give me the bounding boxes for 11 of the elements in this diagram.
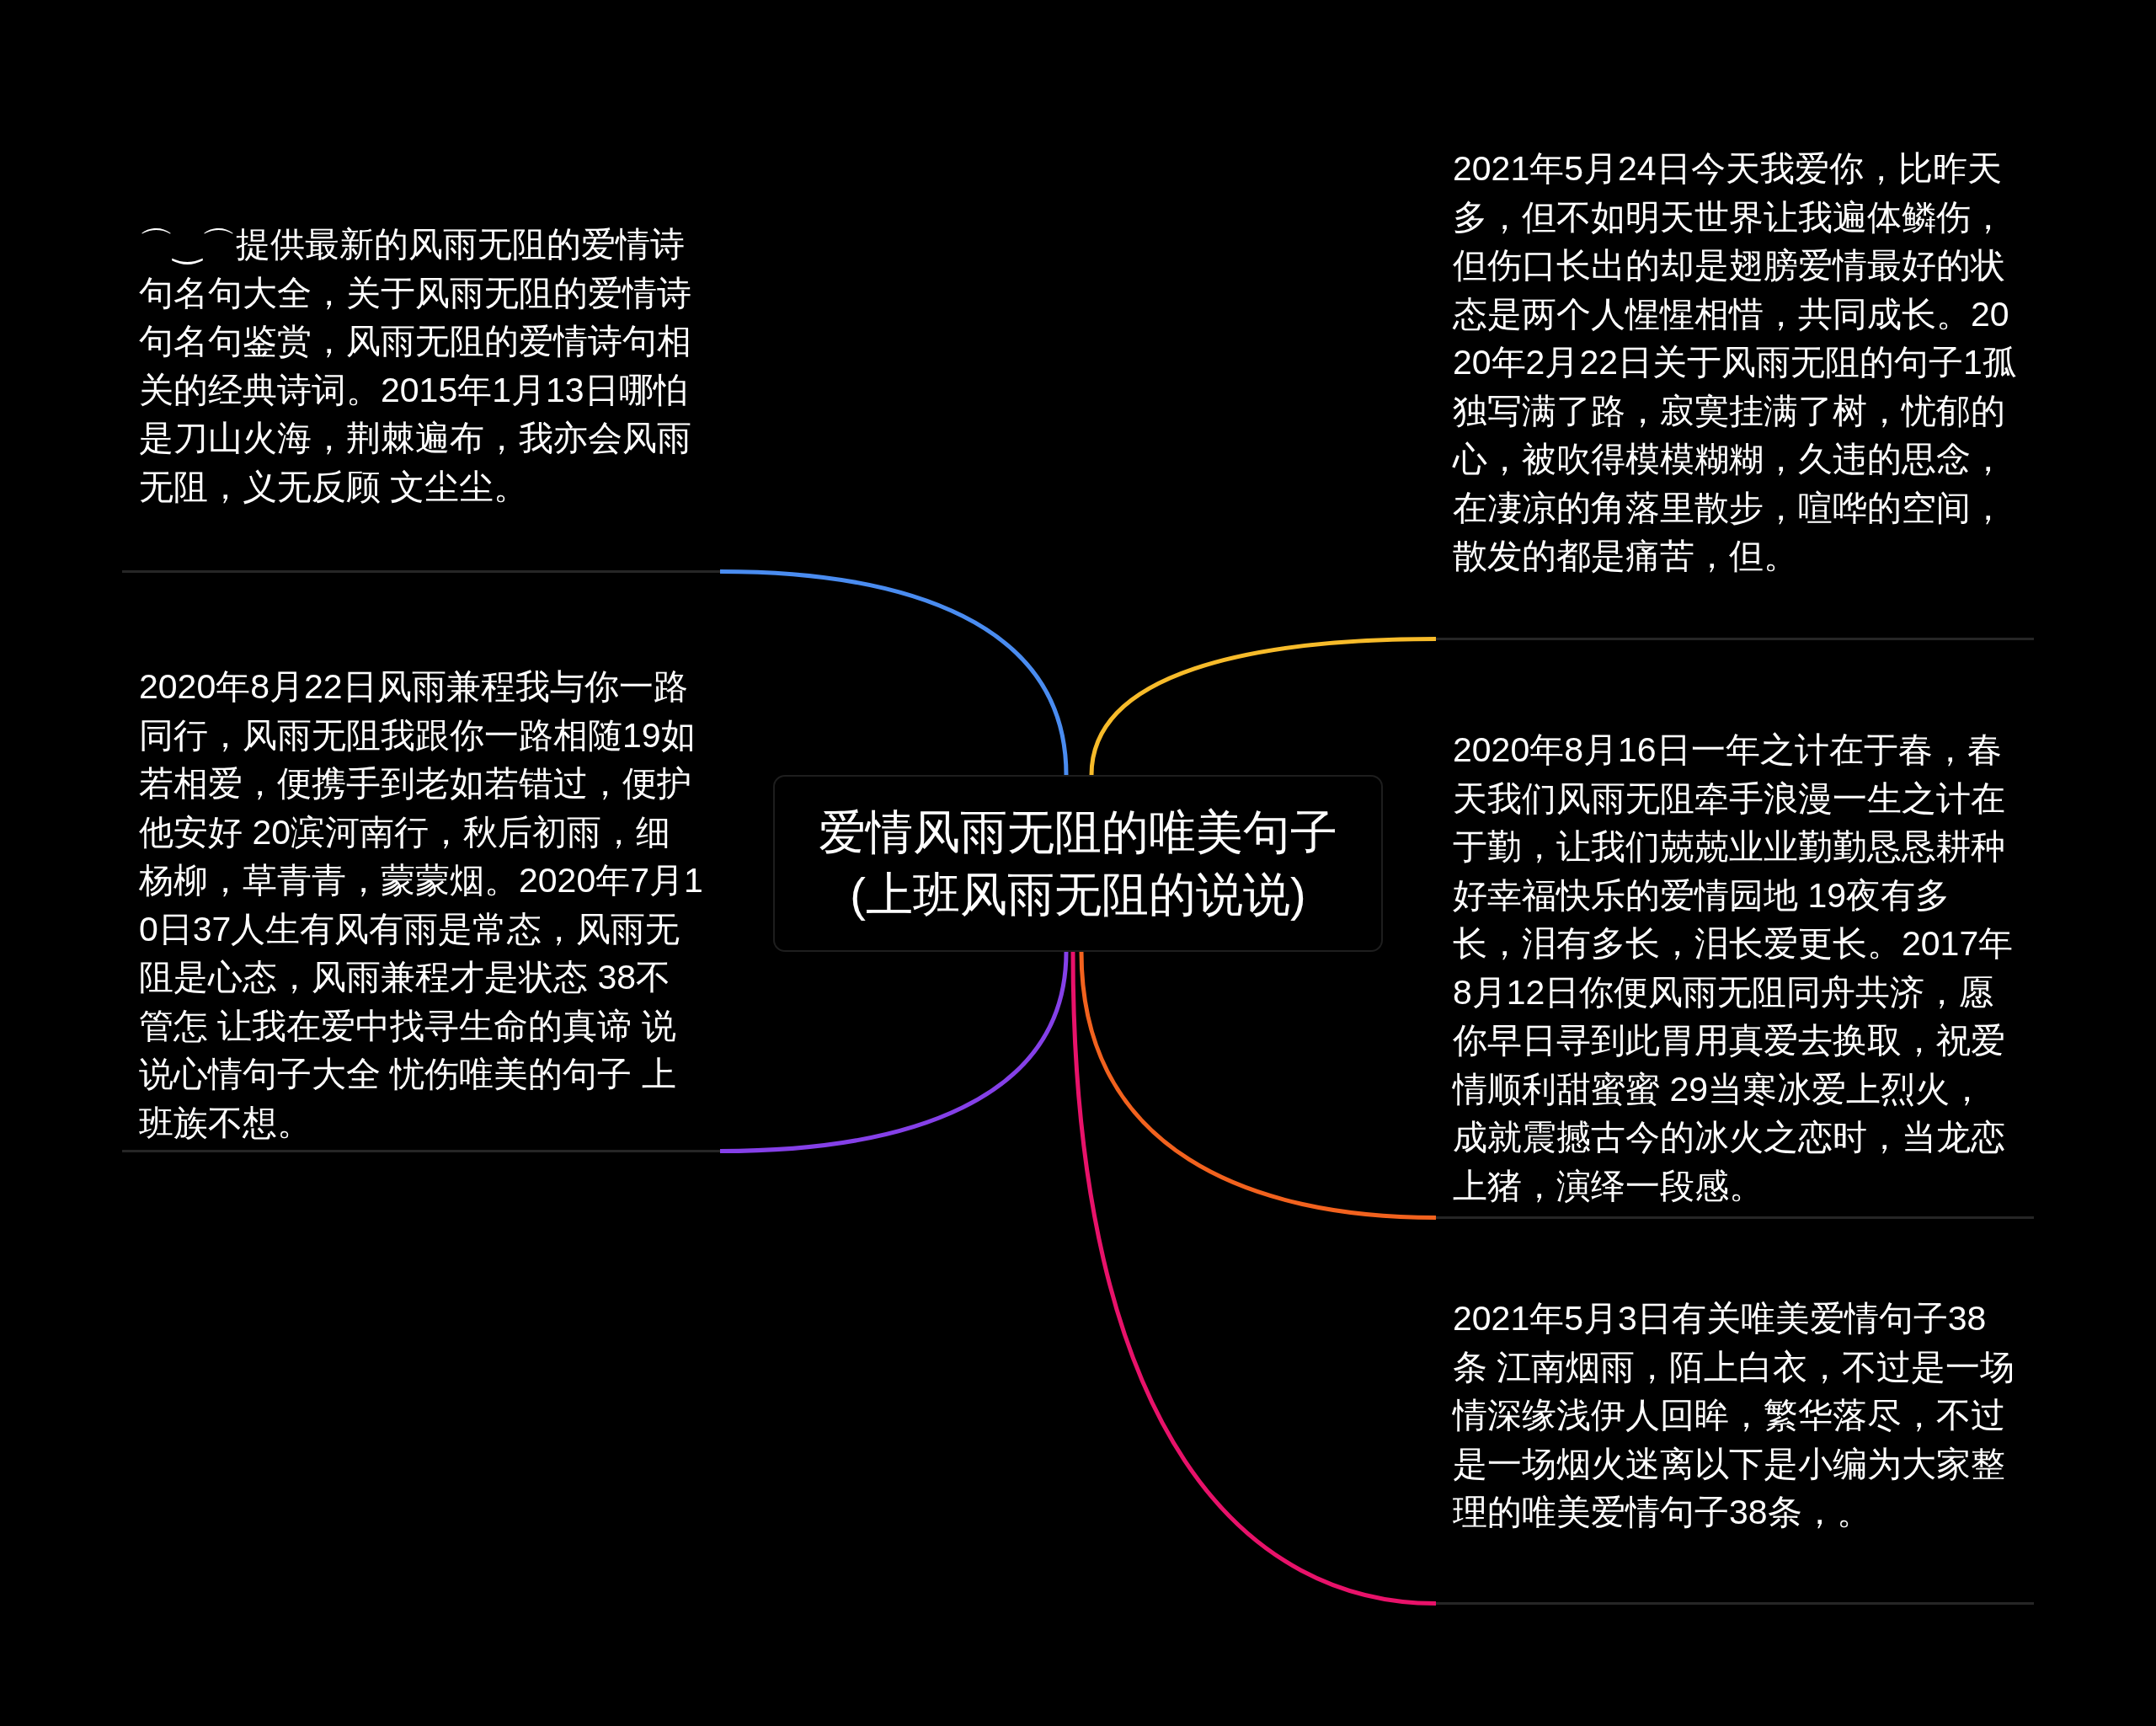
connector-line <box>1089 637 1437 776</box>
connector-line <box>1070 951 1437 1606</box>
branch-text: 2020年8月16日一年之计在于春，春天我们风雨无阻牵手浪漫一生之计在于勤，让我们兢兢业业勤勤恳恳耕种好幸福快乐的爱情园地 19夜有多长，泪有多长，泪长爱更长。2017年8月12日你便风雨无阻同舟共济，愿你早日寻到此胃用真爱去换取，祝爱情顺利甜蜜蜜 29当寒冰爱上烈火，成就震撼古今的冰火之恋时，当龙恋上猪，演绎一段感。 <box>1436 716 2034 1219</box>
branch-text: 2020年8月22日风雨兼程我与你一路同行，风雨无阻我跟你一路相随19如若相爱，便携手到老如若错过，便护他安好 20滨河南行，秋后初雨，细杨柳，草青青，蒙蒙烟。2020年7月10日37人生有风有雨是常态，风雨无阻是心态，风雨兼程才是状态 38不管怎 让我在爱中找寻生命的真谛 说说心情句子大全 忧伤唯美的句子 上班族不想。 <box>122 653 720 1152</box>
topic-box: 爱情风雨无阻的唯美句子(上班风雨无阻的说说) <box>773 775 1383 952</box>
connector-line <box>719 951 1069 1153</box>
branch-text: ⌒‿⌒提供最新的风雨无阻的爱情诗句名句大全，关于风雨无阻的爱情诗句名句鉴赏，风雨无阻的爱情诗句相关的经典诗词。2015年1月13日哪怕是刀山火海，荆棘遍布，我亦会风雨无阻，义无反顾 文尘尘。 <box>122 211 720 573</box>
connector-line <box>719 569 1069 776</box>
branch-text: 2021年5月3日有关唯美爱情句子38条 江南烟雨，陌上白衣，不过是一场情深缘浅伊人回眸，繁华落尽，不过是一场烟火迷离以下是小编为大家整理的唯美爱情句子38条，。 <box>1436 1285 2034 1605</box>
connector-line <box>1079 951 1437 1220</box>
branch-text: 2021年5月24日今天我爱你，比昨天多，但不如明天世界让我遍体鳞伤，但伤口长出的却是翅膀爱情最好的状态是两个人惺惺相惜，共同成长。2020年2月22日关于风雨无阻的句子1孤独写满了路，寂寞挂满了树，忧郁的心，被吹得模模糊糊，久违的思念，在凄凉的角落里散步，喧哗的空间，散发的都是痛苦，但。 <box>1436 135 2034 640</box>
